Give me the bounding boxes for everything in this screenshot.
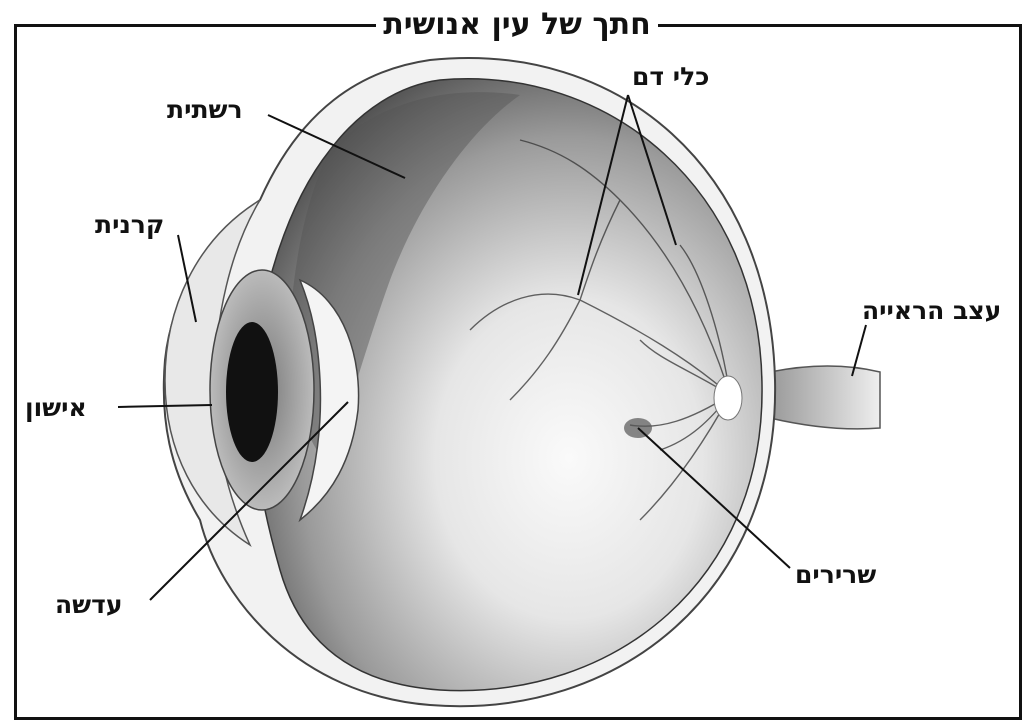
diagram-title: חתך של עין אנושית [376,8,658,42]
label-optic-nerve: עצב הראייה [862,296,1001,326]
label-blood-vessels: כלי דם [632,62,709,92]
label-cornea: קרנית [95,210,164,240]
label-muscles: שרירים [795,560,876,590]
label-lens: עדשה [55,590,122,620]
diagram-frame [14,24,1022,720]
label-pupil: אישון [25,393,87,423]
label-retina: רשתית [167,95,243,125]
